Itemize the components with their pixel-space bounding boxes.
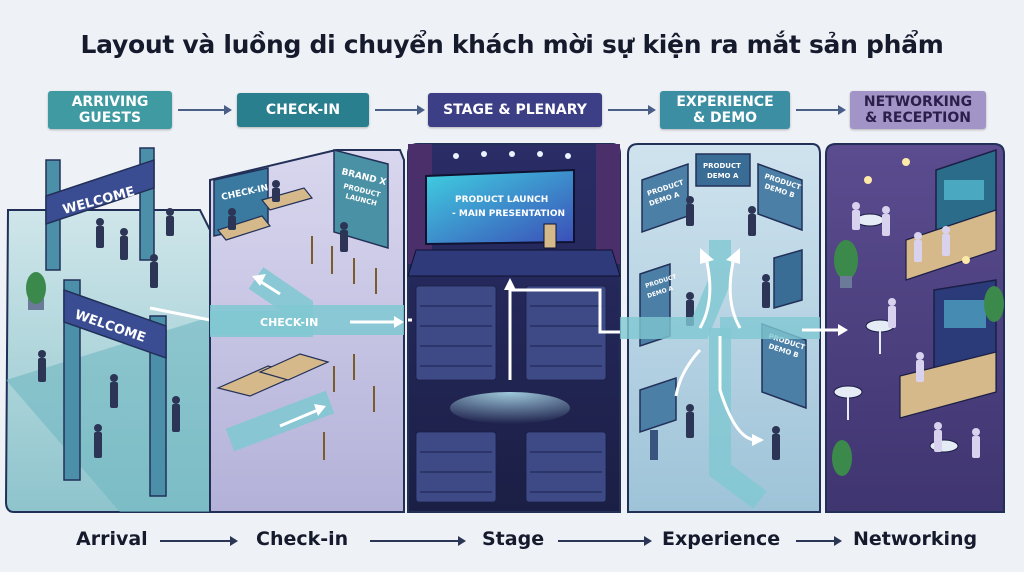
stage-tag-line1: EXPERIENCE (676, 94, 774, 110)
tag-arrow (375, 105, 425, 115)
stage-tag-line1: NETWORKING (863, 94, 973, 110)
tag-arrow (178, 105, 232, 115)
main-screen-line2: - MAIN PRESENTATION (452, 209, 565, 219)
zone-checkin: CHECK-IN BRAND X PRODUCT LAUNCH CHECK-IN (209, 149, 405, 513)
main-screen-line1: PRODUCT LAUNCH (455, 195, 548, 205)
stage-tag-line1: ARRIVING (71, 94, 149, 110)
stage-tag-checkin: CHECK-IN (237, 93, 369, 127)
stage-tag-line2: GUESTS (78, 110, 142, 126)
stage-tag-line1: CHECK-IN (265, 102, 341, 118)
demo-booth-a2-line1: PRODUCT (703, 162, 741, 170)
stage-tag-line2: & DEMO (692, 110, 758, 126)
stage-tag-experience: EXPERIENCE& DEMO (660, 91, 790, 129)
stage-tag-networking: NETWORKING& RECEPTION (850, 91, 986, 129)
tag-arrow (608, 105, 656, 115)
bottom-label-checkin: Check-in (256, 528, 349, 550)
bottom-arrow (160, 537, 238, 545)
bottom-label-experience: Experience (662, 528, 781, 550)
checkin-path-label: CHECK-IN (260, 316, 318, 329)
event-layout-illustration: WELCOME WELCOME CHECK-IN (4, 143, 1005, 513)
bottom-arrow (370, 537, 466, 545)
bottom-arrow (558, 537, 652, 545)
zone-networking (806, 143, 1005, 513)
bottom-label-networking: Networking (853, 528, 978, 550)
zone-experience: PRODUCT DEMO A PRODUCT DEMO A PRODUCT DE… (620, 143, 821, 513)
page-title: Layout và luồng di chuyển khách mời sự k… (80, 30, 944, 59)
bottom-label-stage: Stage (482, 528, 545, 550)
tag-arrow (796, 105, 846, 115)
stage-tag-stage: STAGE & PLENARY (428, 93, 602, 127)
demo-booth-a2-line2: DEMO A (707, 172, 739, 180)
bottom-label-arrival: Arrival (76, 528, 148, 550)
zone-stage: PRODUCT LAUNCH - MAIN PRESENTATION (407, 143, 621, 513)
stage-tag-line1: STAGE & PLENARY (443, 102, 587, 118)
bottom-arrow (796, 537, 842, 545)
zone-arrival: WELCOME WELCOME (4, 147, 211, 513)
stage-tag-line2: & RECEPTION (865, 110, 971, 126)
